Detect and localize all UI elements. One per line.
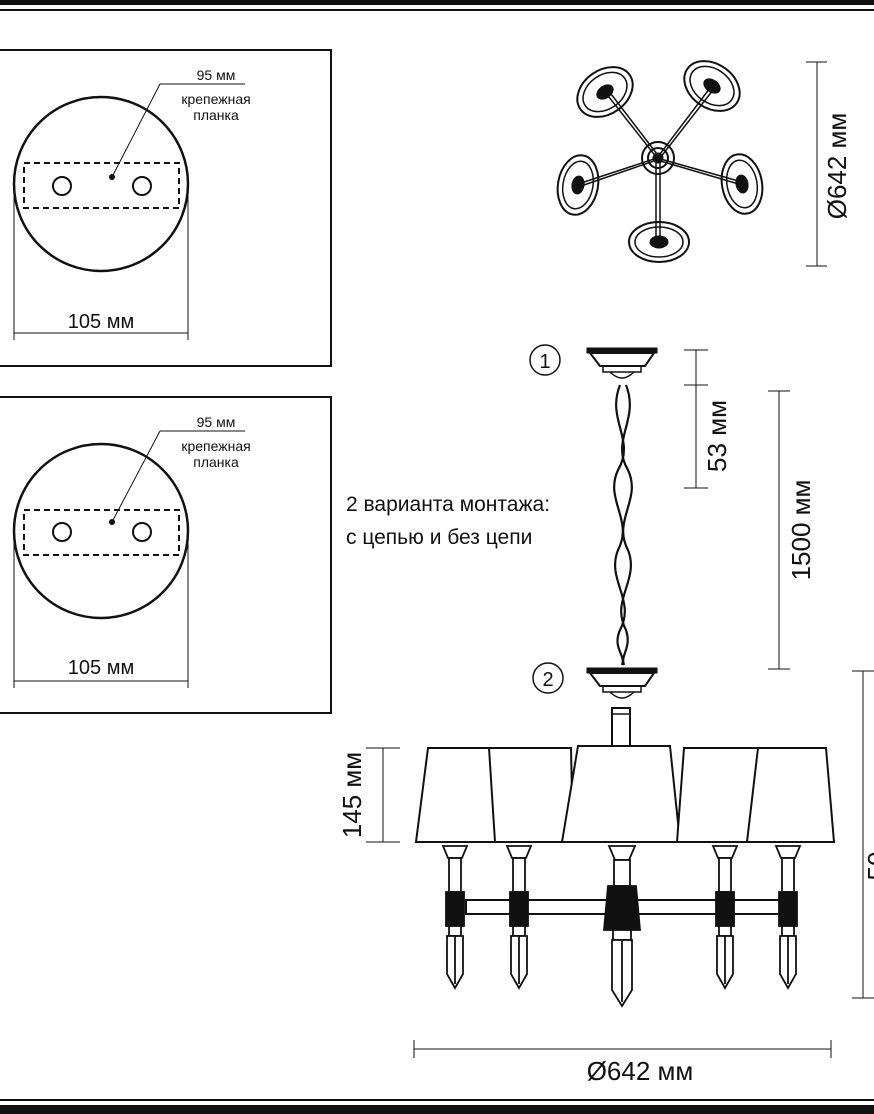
- dim-shade: [366, 747, 400, 843]
- lamp-shades: [414, 745, 836, 843]
- plate-label: крепежная: [181, 438, 250, 454]
- marker-1: 1: [529, 344, 561, 376]
- dim-total: [852, 670, 874, 999]
- screw-hole-icon: [52, 176, 72, 196]
- plate-label: планка: [193, 454, 239, 470]
- bottom-diameter-label: Ø642 мм: [587, 1056, 694, 1086]
- shade-top-icon: [628, 221, 690, 263]
- shade-top-icon: [720, 153, 764, 215]
- mount-panel-1: 95 мм крепежная планка 105 мм: [0, 49, 332, 367]
- lamp-shade: [487, 747, 575, 843]
- width-label: 105 мм: [68, 657, 134, 679]
- screw-hole-icon: [132, 176, 152, 196]
- lamp-shade: [560, 745, 682, 843]
- mounting-bar: [23, 509, 180, 556]
- svg-text:2: 2: [542, 669, 553, 691]
- chain-length-label: 1500 мм: [786, 480, 816, 581]
- plate-label: планка: [193, 107, 239, 123]
- plate-label: крепежная: [181, 91, 250, 107]
- dim-chain: [768, 390, 790, 670]
- shade-top-icon: [683, 60, 741, 112]
- mounting-note-line1: 2 варианта монтажа:: [346, 493, 550, 516]
- total-height-label: 50: [862, 852, 874, 881]
- side-view: [366, 347, 874, 1058]
- svg-text:1: 1: [539, 351, 550, 373]
- marker-2: 2: [532, 662, 564, 694]
- canopy-top: [586, 347, 658, 379]
- candle-arm: [711, 845, 739, 990]
- canopy-bottom: [586, 667, 658, 699]
- lamp-shade: [745, 747, 836, 843]
- spacing-label: 95 мм: [197, 67, 236, 83]
- ceiling-plate-circle: [12, 95, 190, 273]
- candle-arm: [505, 845, 533, 990]
- screw-hole-icon: [132, 522, 152, 542]
- dim-diameter: [413, 1040, 832, 1058]
- top-view: [556, 60, 827, 267]
- mounting-note-line2: с цепью и без цепи: [346, 526, 532, 549]
- mount-panel-2: 95 мм крепежная планка 105 мм: [0, 396, 332, 714]
- top-diameter-label: Ø642 мм: [822, 113, 852, 220]
- candle-arm: [441, 845, 469, 990]
- chain-icon: [613, 384, 633, 666]
- canopy-height-label: 53 мм: [702, 400, 732, 472]
- hub-icon: [641, 141, 675, 175]
- screw-hole-icon: [52, 522, 72, 542]
- spacing-label: 95 мм: [197, 414, 236, 430]
- shade-top-icon: [576, 66, 634, 118]
- shade-height-label: 145 мм: [337, 752, 367, 838]
- ceiling-plate-circle: [12, 442, 190, 620]
- candle-arm-center: [603, 845, 641, 1008]
- mounting-bar: [23, 162, 180, 209]
- candle-arm: [774, 845, 802, 990]
- shade-top-icon: [556, 154, 600, 216]
- width-label: 105 мм: [68, 311, 134, 333]
- dim-canopy: [684, 349, 708, 489]
